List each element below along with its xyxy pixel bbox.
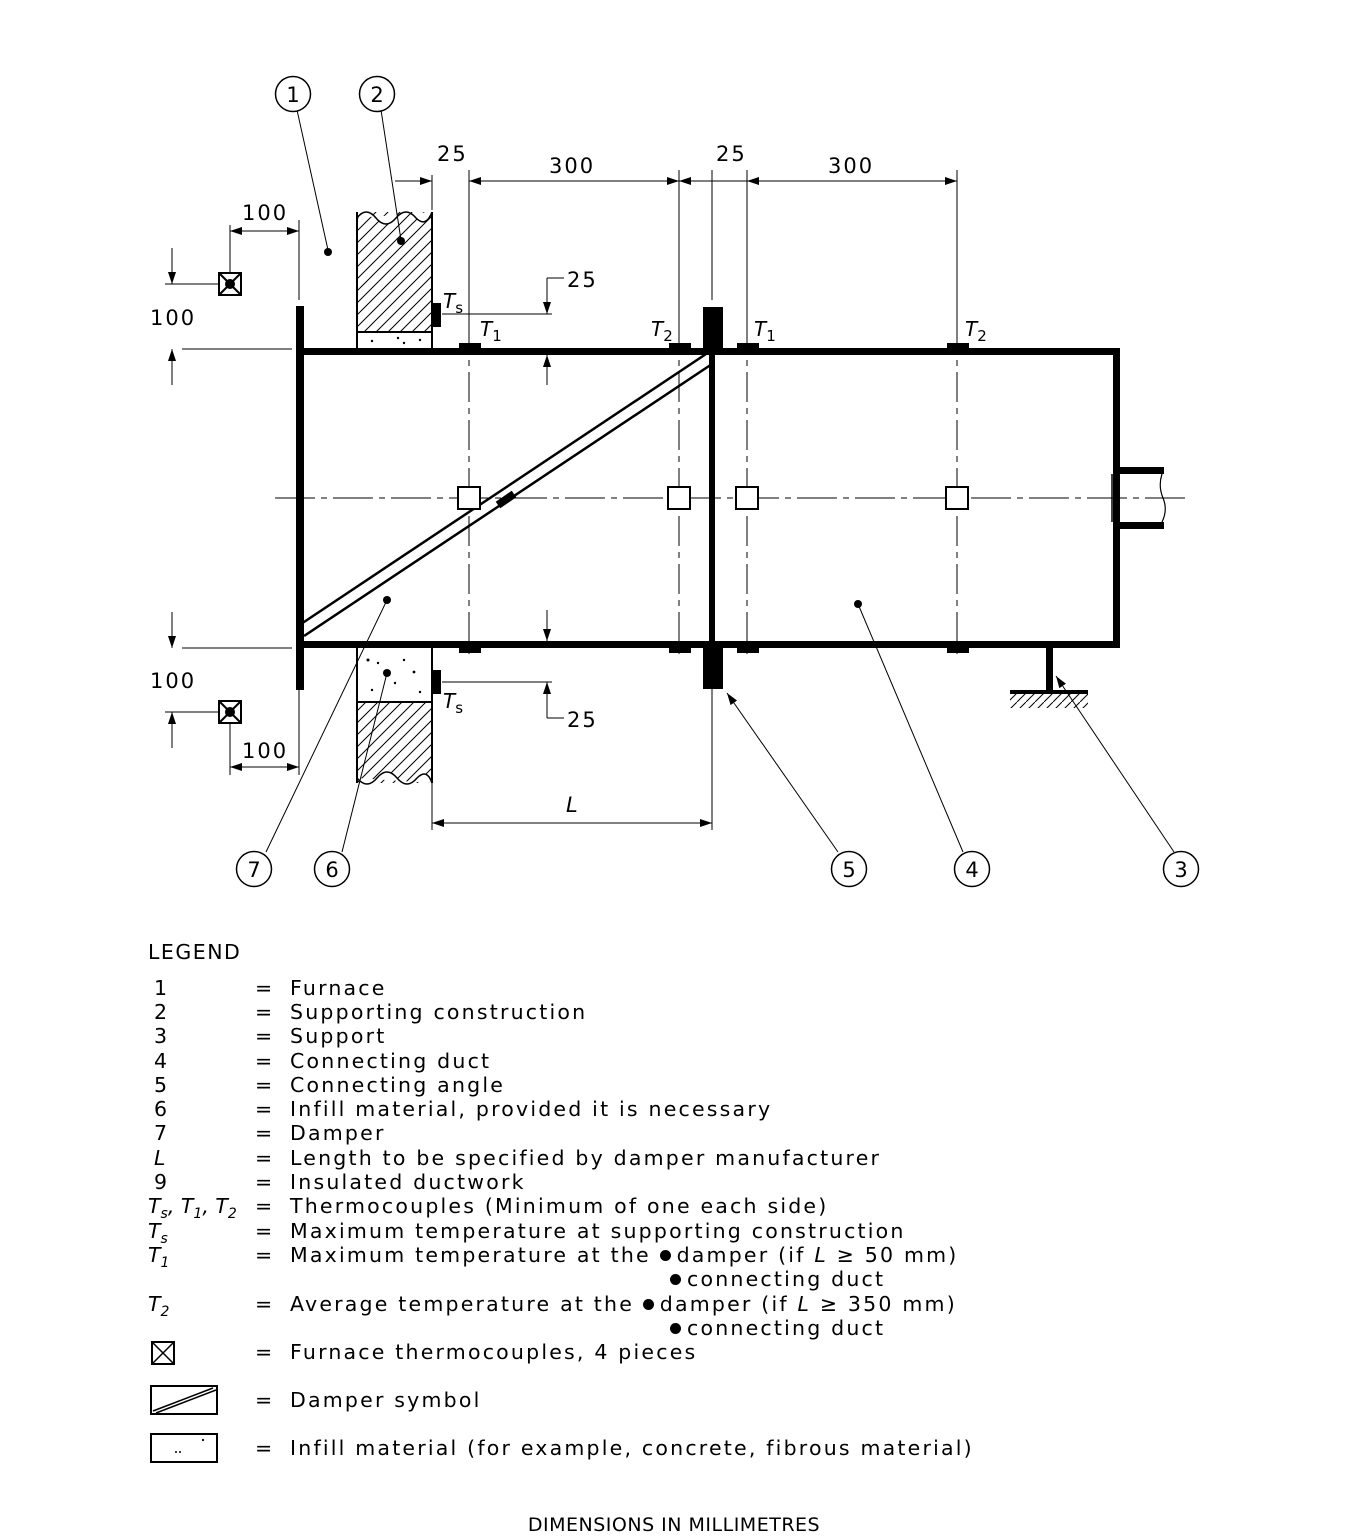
legend-row: L=Length to be specified by damper manuf…: [154, 1146, 882, 1170]
callout-6: 6: [325, 858, 338, 882]
legend-title: LEGEND: [148, 940, 242, 964]
svg-text:Ts: Ts: [443, 289, 463, 317]
legend-row-damper-symbol: =Damper symbol: [148, 1385, 1248, 1422]
dim-100-bottom-vertical: 100: [150, 669, 196, 693]
legend-row: 6=Infill material, provided it is necess…: [154, 1097, 773, 1121]
callout-3: 3: [1174, 858, 1187, 882]
callout-2: 2: [370, 83, 383, 107]
legend-row-ts: Ts =Maximum temperature at supporting co…: [148, 1219, 906, 1247]
svg-text:T1: T1: [480, 317, 502, 345]
connecting-angle: [703, 307, 723, 689]
ts-bottom-label: T: [443, 689, 457, 713]
dim-300-left: 300: [549, 154, 595, 178]
supporting-construction-top: [356, 211, 433, 350]
callout-5: 5: [842, 858, 855, 882]
dim-length-L: L: [566, 793, 580, 817]
callout-4: 4: [965, 858, 978, 882]
damper-symbol-icon: [150, 1385, 218, 1415]
legend-row: 7=Damper: [154, 1121, 386, 1145]
svg-text:T1: T1: [754, 317, 776, 345]
t1-right-label: T: [754, 317, 768, 341]
supporting-construction-bottom: [356, 648, 433, 785]
dim-100-bottom-horizontal: 100: [242, 739, 288, 763]
dim-100-top-vertical: 100: [150, 306, 196, 330]
legend-row: 3=Support: [154, 1024, 387, 1048]
t2-right-label: T: [965, 317, 979, 341]
legend-row-thermocouples: Ts, T1, T2 =Thermocouples (Minimum of on…: [148, 1194, 829, 1222]
callout-1: 1: [286, 83, 299, 107]
surface-thermocouple-tabs: [433, 303, 969, 694]
legend-row: 1=Furnace: [154, 976, 387, 1000]
legend-row: 9=Insulated ductwork: [154, 1170, 526, 1194]
svg-text:T2: T2: [651, 317, 673, 345]
legend-row-t2: T2 = Average temperature at the damper (…: [148, 1292, 957, 1320]
furnace-wall: [296, 306, 304, 690]
legend-row-furnace-tc: =Furnace thermocouples, 4 pieces: [148, 1340, 1248, 1368]
dim-100-top-horizontal: 100: [242, 201, 288, 225]
dim-25-bottom-wall: 25: [567, 708, 598, 732]
furnace-thermocouple-symbol-icon: [151, 1341, 175, 1365]
centre-thermocouple-squares: [457, 486, 969, 510]
technical-drawing: 1 2 3 4 5 6 7 25 300 25 300 100 100 25 2…: [150, 75, 1200, 888]
damper-blade: [297, 350, 713, 638]
dim-25-right: 25: [716, 142, 747, 166]
ts-top-label: T: [443, 289, 457, 313]
dimensions-note: DIMENSIONS IN MILLIMETRES: [527, 1514, 821, 1536]
leader-dots: [324, 237, 862, 677]
infill-material-symbol-icon: [150, 1433, 218, 1463]
legend-row: 5=Connecting angle: [154, 1073, 506, 1097]
thermocouple-section-lines: [468, 180, 958, 660]
support-leg: [1010, 648, 1088, 708]
t1-left-label: T: [480, 317, 494, 341]
callout-7: 7: [247, 858, 260, 882]
dim-25-top-wall: 25: [567, 268, 598, 292]
dim-300-right: 300: [828, 154, 874, 178]
legend-row-infill: =Infill material (for example, concrete,…: [148, 1433, 1248, 1470]
legend-row-t1-cont: connecting duct: [148, 1267, 1248, 1291]
legend-row: 4=Connecting duct: [154, 1049, 492, 1073]
legend-row-t2-cont: connecting duct: [148, 1316, 1248, 1340]
outlet-pipe: [1111, 467, 1166, 529]
dim-25-left: 25: [437, 142, 468, 166]
legend-row: 2=Supporting construction: [154, 1000, 588, 1024]
svg-text:T2: T2: [965, 317, 987, 345]
legend-row-t1: T1 = Maximum temperature at the damper (…: [148, 1243, 959, 1271]
callout-circles: [235, 75, 1200, 888]
t2-left-label: T: [651, 317, 665, 341]
furnace-thermocouple-icon: [218, 272, 242, 724]
svg-text:Ts: Ts: [443, 689, 463, 717]
